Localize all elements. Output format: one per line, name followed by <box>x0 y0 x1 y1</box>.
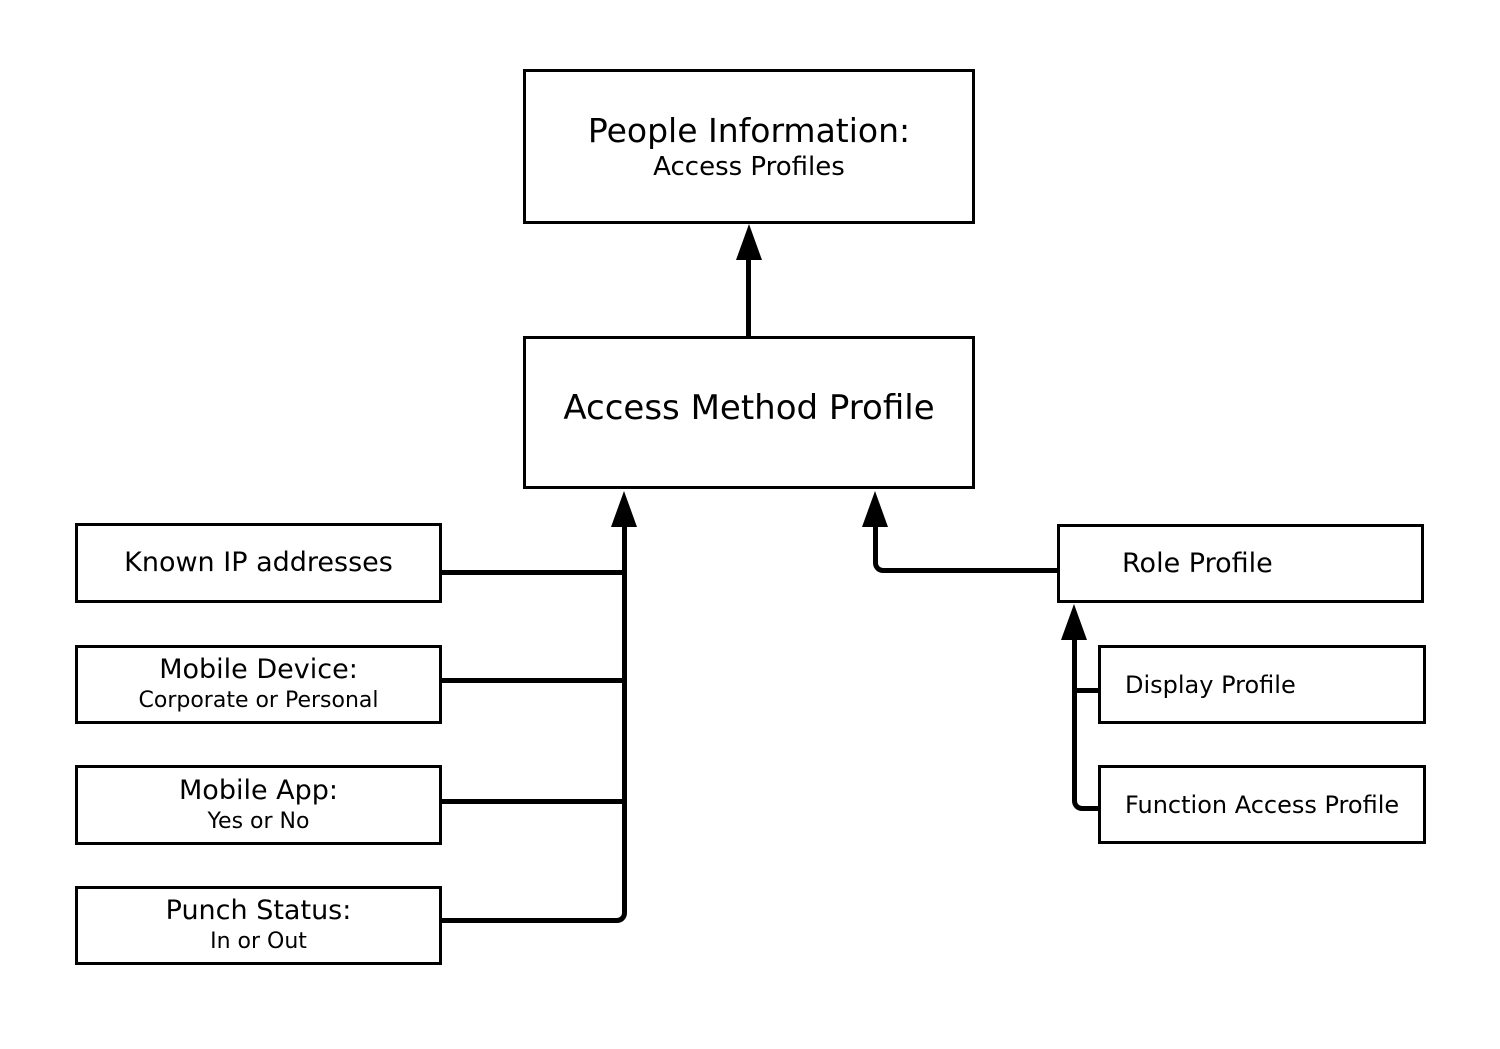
node-subtitle: Access Profiles <box>653 151 845 182</box>
node-subtitle: Corporate or Personal <box>138 688 379 714</box>
node-title: People Information: <box>587 110 911 150</box>
arrow-up-icon <box>611 491 637 527</box>
node-display-profile: Display Profile <box>1098 645 1426 724</box>
node-title: Role Profile <box>1122 547 1273 579</box>
connector-role-subtrunk <box>1072 638 1100 811</box>
connector-left-trunk <box>441 525 627 923</box>
node-punch-status: Punch Status: In or Out <box>75 886 442 965</box>
node-title: Punch Status: <box>165 895 352 927</box>
arrow-up-icon <box>862 491 888 527</box>
connector-access-method-to-people-info <box>746 258 751 336</box>
node-access-method-profile: Access Method Profile <box>523 336 975 489</box>
node-role-profile: Role Profile <box>1057 524 1424 603</box>
node-people-information: People Information: Access Profiles <box>523 69 975 224</box>
connector-known-ip <box>441 570 624 575</box>
connector-display-profile <box>1074 688 1100 693</box>
connector-role-profile <box>873 525 1061 573</box>
node-title: Access Method Profile <box>563 388 935 429</box>
node-mobile-device: Mobile Device: Corporate or Personal <box>75 645 442 724</box>
arrow-up-icon <box>736 224 762 260</box>
node-known-ip-addresses: Known IP addresses <box>75 523 442 603</box>
arrow-up-icon <box>1061 604 1087 640</box>
node-title: Function Access Profile <box>1125 790 1400 819</box>
connector-mobile-device <box>441 678 624 683</box>
node-subtitle: In or Out <box>210 929 307 955</box>
connector-mobile-app <box>441 799 624 804</box>
node-title: Mobile Device: <box>159 654 358 686</box>
node-function-access-profile: Function Access Profile <box>1098 765 1426 844</box>
node-mobile-app: Mobile App: Yes or No <box>75 765 442 845</box>
node-subtitle: Yes or No <box>207 808 310 834</box>
node-title: Display Profile <box>1125 670 1296 699</box>
node-title: Known IP addresses <box>124 547 393 579</box>
node-title: Mobile App: <box>179 774 338 806</box>
